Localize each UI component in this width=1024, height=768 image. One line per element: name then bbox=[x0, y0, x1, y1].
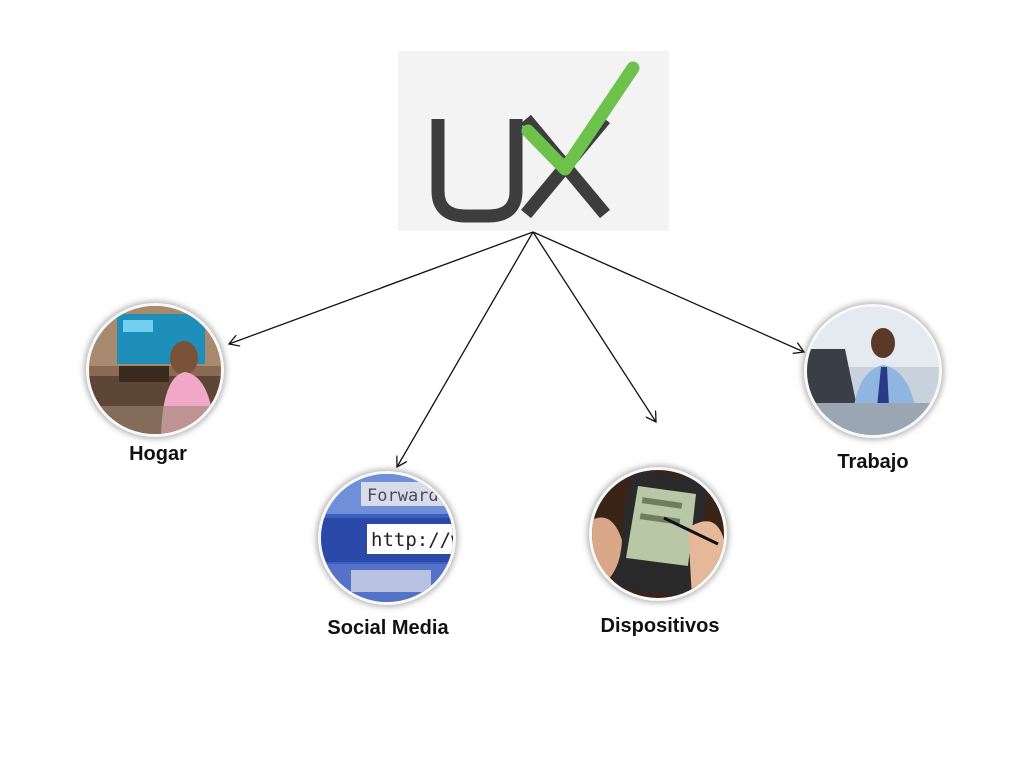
label-trabajo: Trabajo bbox=[837, 451, 909, 473]
arrow-to-hogar bbox=[229, 231, 534, 344]
arrow-to-social-media bbox=[397, 231, 534, 467]
ux-logo-mark bbox=[431, 61, 640, 223]
svg-text:Forward: Forward bbox=[367, 486, 439, 506]
logo-letter-u bbox=[431, 119, 523, 223]
svg-text:http://ww: http://ww bbox=[371, 529, 453, 551]
label-hogar: Hogar bbox=[129, 443, 187, 465]
ux-logo: UX bbox=[398, 51, 669, 231]
check-mark-icon bbox=[521, 61, 640, 176]
arrow-to-trabajo bbox=[532, 231, 804, 352]
social-media-photo: Forward http://ww bbox=[321, 474, 453, 602]
label-dispositivos: Dispositivos bbox=[600, 615, 720, 637]
trabajo-photo bbox=[807, 307, 939, 435]
dispositivos-photo bbox=[592, 470, 724, 598]
hogar-photo bbox=[89, 306, 221, 434]
label-social-media: Social Media bbox=[327, 617, 449, 639]
arrow-to-dispositivos bbox=[532, 231, 656, 422]
